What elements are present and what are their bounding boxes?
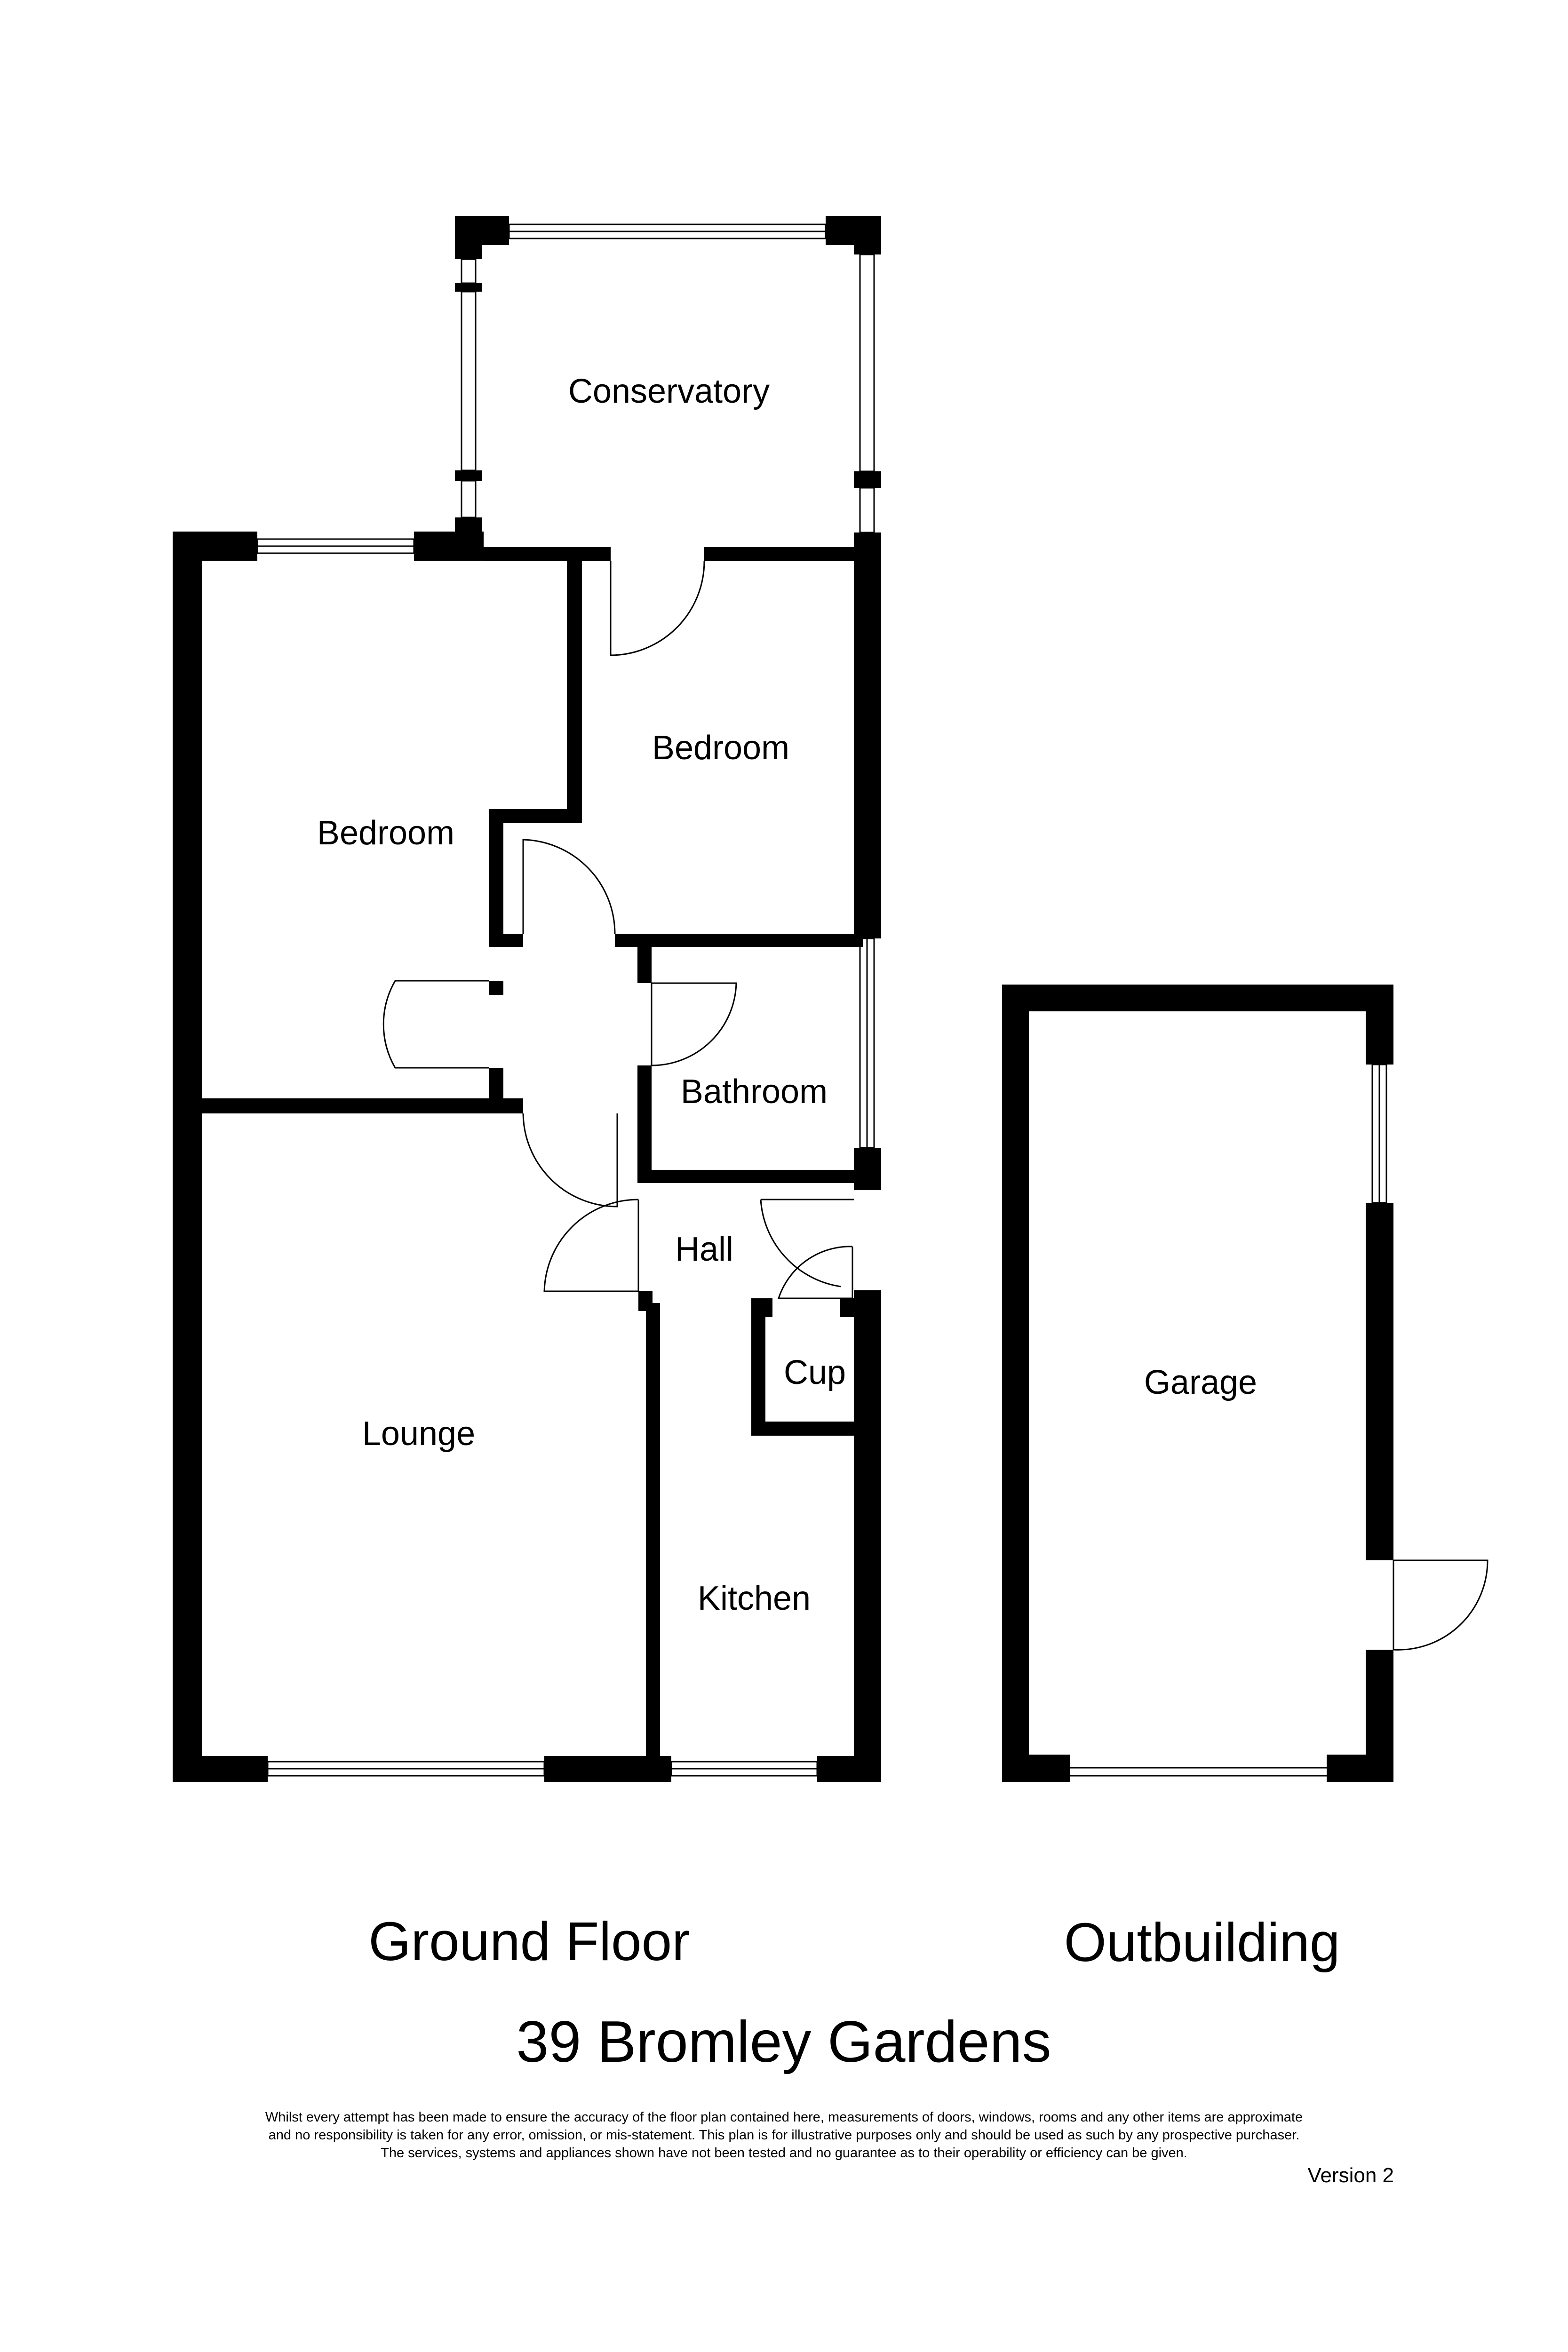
- interior-wall: [646, 1303, 660, 1769]
- interior-wall: [202, 1098, 503, 1113]
- room-label-hall: Hall: [675, 1231, 733, 1268]
- interior-wall: [567, 547, 582, 818]
- interior-wall: [489, 1098, 523, 1113]
- exterior-wall: [173, 1756, 268, 1782]
- window: [859, 254, 875, 472]
- section-label-ground-floor: Ground Floor: [368, 1911, 690, 1972]
- interior-wall: [637, 934, 652, 983]
- room-label-lounge: Lounge: [362, 1415, 475, 1453]
- conservatory-wall: [455, 245, 482, 259]
- room-label-conservatory: Conservatory: [568, 373, 770, 410]
- conservatory-wall: [854, 245, 881, 254]
- garage-wall: [1002, 1755, 1070, 1782]
- section-label-outbuilding: Outbuilding: [1064, 1912, 1340, 1973]
- interior-wall: [704, 547, 864, 561]
- exterior-wall: [854, 1290, 881, 1782]
- conservatory-wall: [455, 283, 482, 292]
- window: [461, 258, 477, 284]
- exterior-wall: [854, 1148, 881, 1190]
- exterior-wall: [414, 532, 484, 561]
- room-label-kitchen: Kitchen: [698, 1580, 811, 1617]
- door-bedroom-left: [382, 980, 489, 1069]
- property-title: 39 Bromley Gardens: [516, 2010, 1051, 2074]
- interior-wall: [484, 547, 611, 561]
- window: [461, 291, 477, 471]
- door-hall-upper: [522, 1113, 618, 1208]
- window: [461, 480, 477, 518]
- disclaimer-line: Whilst every attempt has been made to en…: [265, 2110, 1303, 2125]
- door-hall-right: [760, 1199, 854, 1287]
- exterior-wall: [854, 547, 881, 938]
- conservatory-wall: [854, 471, 881, 488]
- garage-wall: [1002, 985, 1029, 1782]
- interior-wall: [489, 809, 503, 942]
- door-cupboard: [777, 1246, 853, 1299]
- garage-wall: [1366, 1203, 1393, 1560]
- conservatory-wall: [455, 216, 509, 245]
- interior-wall: [751, 1298, 765, 1435]
- door-bedroom-right: [522, 839, 616, 934]
- room-label-cupboard: Cup: [784, 1354, 846, 1391]
- conservatory-wall: [826, 216, 881, 245]
- room-label-bathroom: Bathroom: [681, 1073, 828, 1111]
- disclaimer-line: and no responsibility is taken for any e…: [268, 2128, 1300, 2143]
- room-label-garage: Garage: [1144, 1364, 1257, 1401]
- window: [859, 487, 875, 533]
- conservatory-wall: [455, 470, 482, 481]
- interior-wall: [637, 1170, 863, 1183]
- interior-wall: [489, 934, 523, 947]
- door-lounge: [543, 1199, 639, 1292]
- exterior-wall: [173, 532, 202, 1782]
- exterior-wall: [173, 532, 257, 561]
- garage-wall: [1002, 985, 1393, 1011]
- exterior-wall: [817, 1756, 881, 1782]
- disclaimer: Whilst every attempt has been made to en…: [103, 2108, 1465, 2162]
- door-garage-side: [1393, 1559, 1488, 1651]
- interior-wall: [489, 981, 503, 995]
- door-conservatory-bedroom: [610, 561, 705, 656]
- garage-wall: [1327, 1755, 1393, 1782]
- door-bathroom: [651, 982, 737, 1066]
- interior-wall: [489, 809, 582, 823]
- interior-wall: [840, 1298, 863, 1317]
- garage-wall: [1366, 985, 1393, 1065]
- room-label-bedroom-right: Bedroom: [652, 729, 789, 767]
- version-label: Version 2: [1307, 2164, 1394, 2187]
- interior-wall: [615, 934, 863, 947]
- interior-wall: [751, 1422, 863, 1436]
- room-label-bedroom-left: Bedroom: [317, 814, 454, 852]
- interior-wall: [637, 1065, 652, 1183]
- disclaimer-line: The services, systems and appliances sho…: [381, 2145, 1187, 2161]
